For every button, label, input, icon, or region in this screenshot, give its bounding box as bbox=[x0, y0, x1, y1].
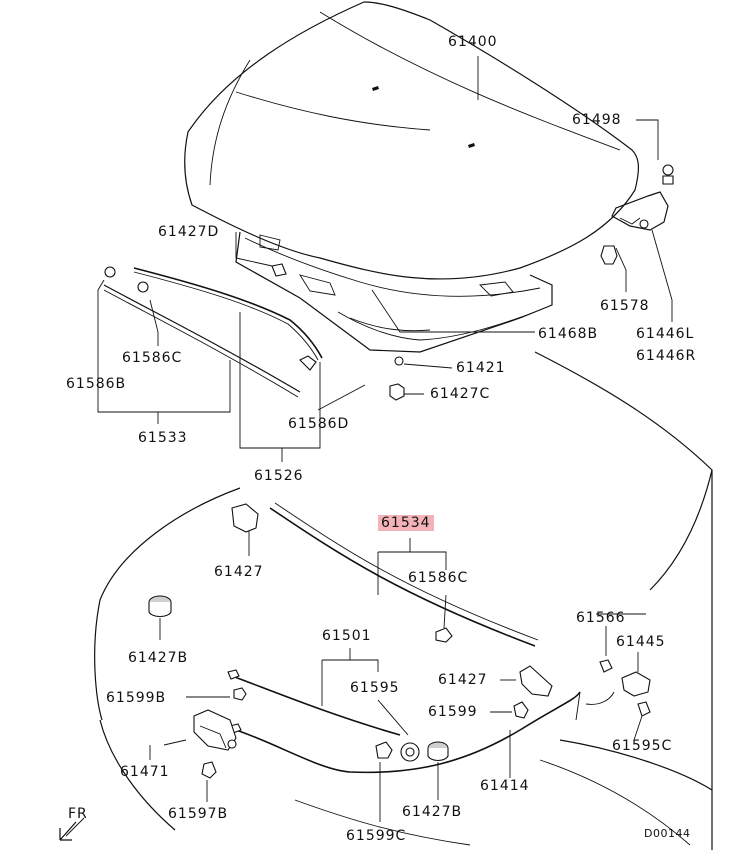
hood-stopper bbox=[231, 503, 259, 556]
hood-panel bbox=[184, 1, 639, 353]
release-cable bbox=[227, 648, 615, 774]
label-61586c-top: 61586C bbox=[122, 350, 183, 366]
label-61446r: 61446R bbox=[636, 348, 697, 364]
misc-parts bbox=[375, 613, 651, 822]
diagram-code: D00144 bbox=[644, 827, 691, 840]
label-61427b-left: 61427B bbox=[128, 650, 189, 666]
label-61427d: 61427D bbox=[158, 224, 220, 240]
label-61586d: 61586D bbox=[288, 416, 350, 432]
label-fr: FR bbox=[68, 806, 88, 822]
label-61427c: 61427C bbox=[430, 386, 491, 402]
label-61566: 61566 bbox=[576, 610, 626, 626]
label-61421: 61421 bbox=[456, 360, 506, 376]
label-61445: 61445 bbox=[616, 634, 666, 650]
label-61534-highlighted[interactable]: 61534 bbox=[378, 515, 434, 531]
body-outline bbox=[94, 351, 713, 850]
label-61586b: 61586B bbox=[66, 376, 127, 392]
label-61498: 61498 bbox=[572, 112, 622, 128]
label-61578: 61578 bbox=[600, 298, 650, 314]
label-61533: 61533 bbox=[138, 430, 188, 446]
label-61427-left: 61427 bbox=[214, 564, 264, 580]
bumper-stopper-left bbox=[148, 595, 172, 640]
hood-lock bbox=[149, 687, 247, 802]
label-61597b: 61597B bbox=[168, 806, 229, 822]
leader-lines-top bbox=[97, 56, 673, 462]
label-61586c-bottom: 61586C bbox=[408, 570, 469, 586]
front-direction-arrow bbox=[59, 817, 85, 841]
label-61595c: 61595C bbox=[612, 738, 673, 754]
label-61501: 61501 bbox=[322, 628, 372, 644]
label-61427b-right: 61427B bbox=[402, 804, 463, 820]
label-61446l: 61446L bbox=[636, 326, 695, 342]
label-61400: 61400 bbox=[448, 34, 498, 50]
hood-seals bbox=[103, 263, 405, 401]
label-61599c: 61599C bbox=[346, 828, 407, 844]
label-61595: 61595 bbox=[350, 680, 400, 696]
label-61471: 61471 bbox=[120, 764, 170, 780]
front-seal bbox=[269, 502, 539, 647]
label-61599b: 61599B bbox=[106, 690, 167, 706]
label-61599: 61599 bbox=[428, 704, 478, 720]
label-61468b: 61468B bbox=[538, 326, 599, 342]
label-61526: 61526 bbox=[254, 468, 304, 484]
label-61427-center: 61427 bbox=[438, 672, 488, 688]
label-61414: 61414 bbox=[480, 778, 530, 794]
hood-hinge bbox=[600, 164, 674, 265]
